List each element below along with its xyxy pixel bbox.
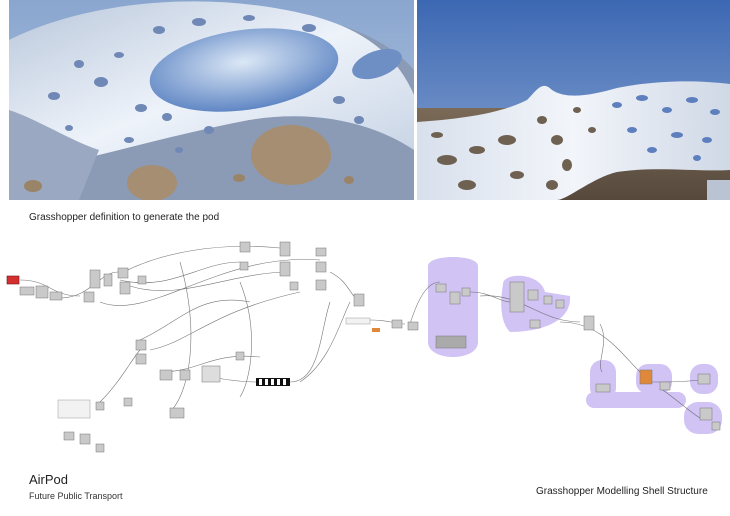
gene-pool-component bbox=[256, 378, 290, 386]
render-shell-interior-image bbox=[9, 0, 414, 200]
panels bbox=[57, 317, 371, 419]
caption-shell-structure: Grasshopper Modelling Shell Structure bbox=[536, 486, 708, 497]
render-shell-interior bbox=[9, 0, 414, 200]
render-shell-exterior-image bbox=[417, 0, 730, 200]
param-orange bbox=[372, 328, 380, 332]
input-slider-component bbox=[6, 275, 20, 285]
node-groups bbox=[428, 257, 722, 434]
caption-definition: Grasshopper definition to generate the p… bbox=[29, 212, 220, 223]
grasshopper-node-graph bbox=[6, 241, 722, 453]
render-shell-exterior bbox=[417, 0, 730, 200]
project-subtitle: Future Public Transport bbox=[29, 491, 123, 501]
wires bbox=[19, 246, 701, 419]
components bbox=[19, 241, 721, 453]
project-title: AirPod bbox=[29, 472, 69, 487]
grasshopper-canvas bbox=[0, 232, 730, 464]
